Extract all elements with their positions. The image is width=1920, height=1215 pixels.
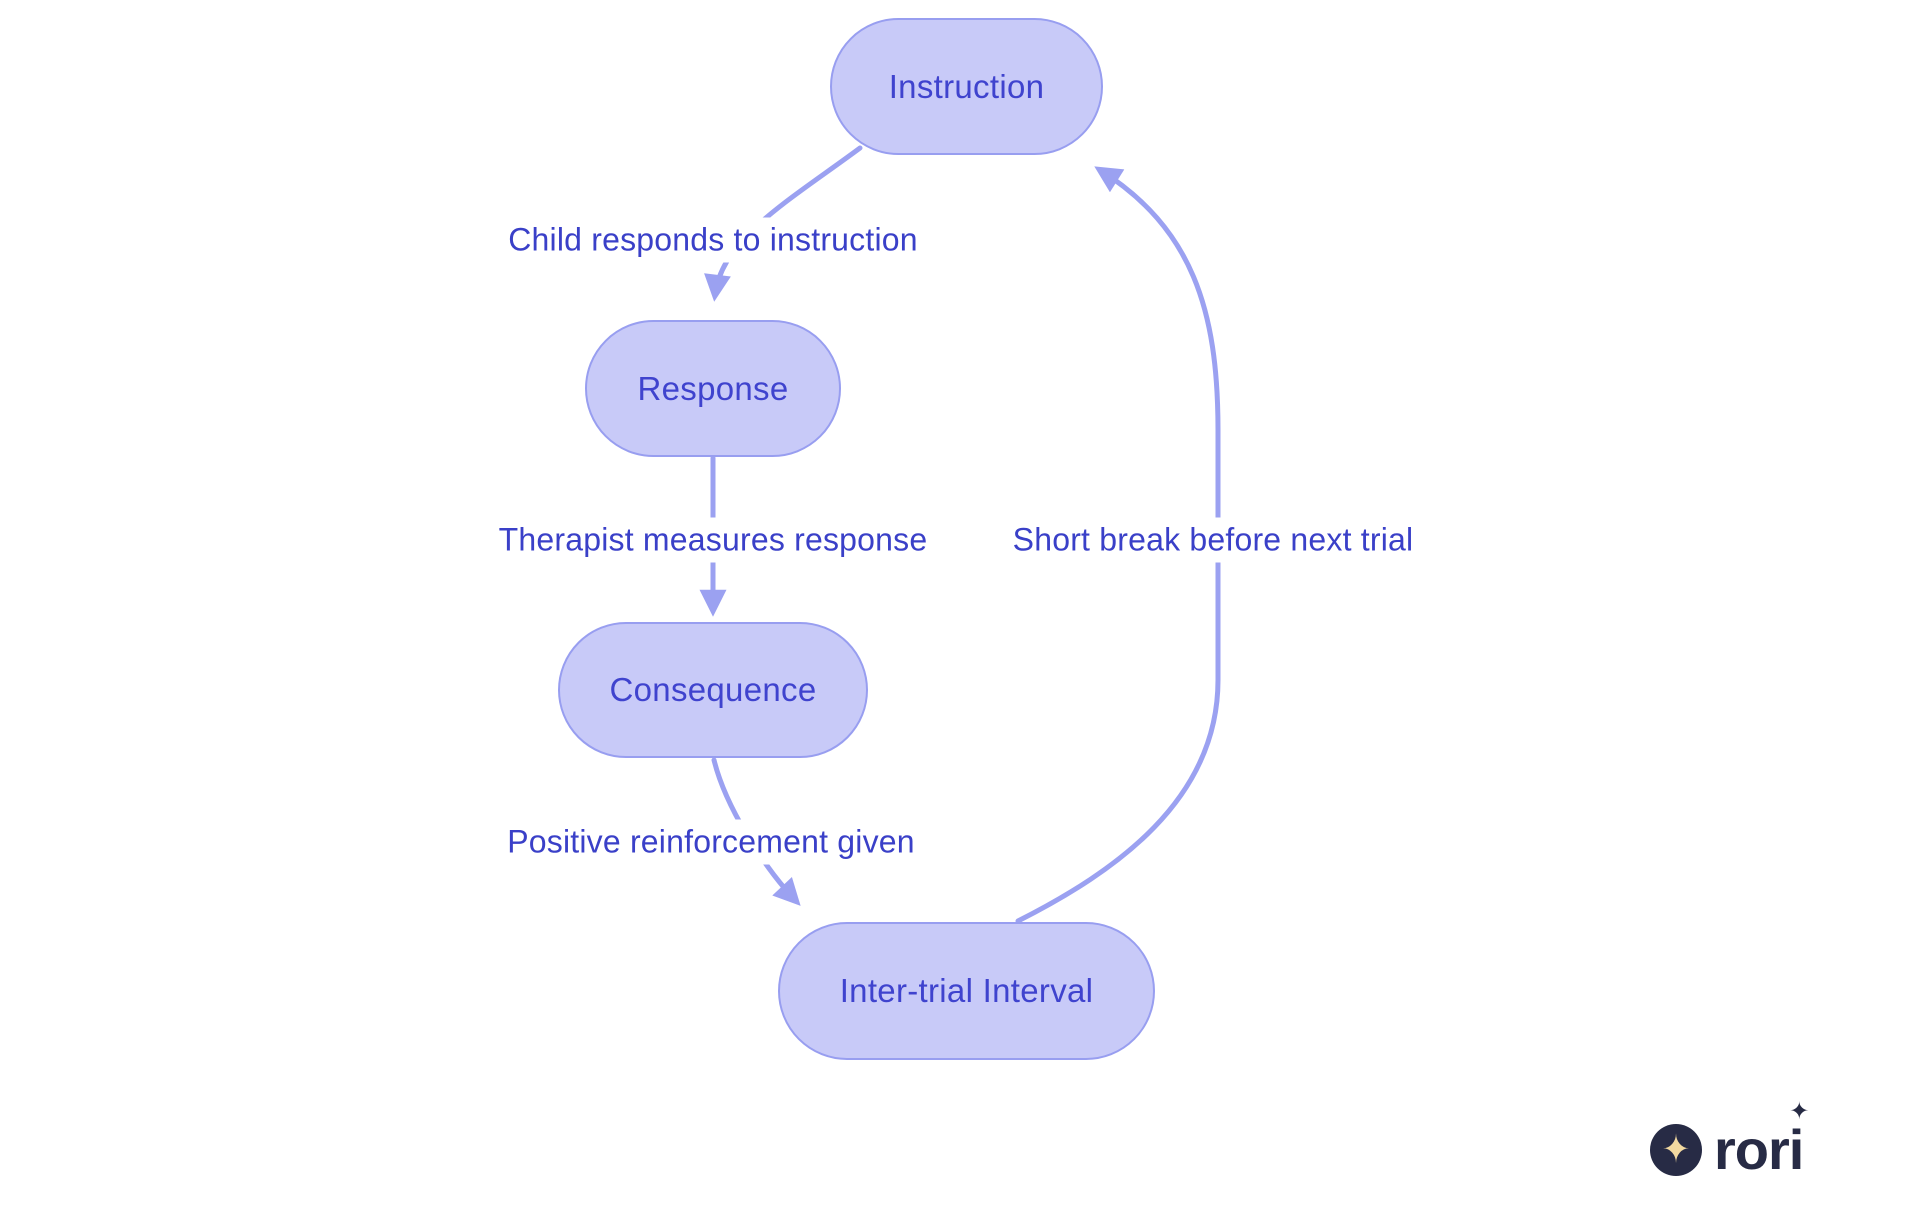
node-intertrial-interval-label: Inter-trial Interval <box>839 972 1094 1009</box>
node-intertrial-interval: Inter-trial Interval <box>778 922 1155 1060</box>
rori-brand-text: rori <box>1714 1118 1804 1181</box>
sparkle-icon-small: ✦ <box>1789 1098 1810 1125</box>
rori-logo: ✦ rori ✦ <box>1650 1100 1809 1178</box>
node-consequence-label: Consequence <box>609 671 817 708</box>
node-instruction-label: Instruction <box>888 67 1045 105</box>
node-response-label: Response <box>637 369 789 407</box>
edge-label-child-responds: Child responds to instruction <box>498 217 928 263</box>
sparkle-icon: ✦ <box>1661 1128 1691 1172</box>
edge-label-positive-reinforcement: Positive reinforcement given <box>497 819 925 865</box>
node-response: Response <box>585 320 841 457</box>
rori-logo-circle: ✦ <box>1650 1124 1702 1176</box>
node-instruction: Instruction <box>830 18 1103 155</box>
node-consequence: Consequence <box>558 622 868 758</box>
edge-label-short-break: Short break before next trial <box>1002 517 1424 563</box>
edge-label-therapist-measures: Therapist measures response <box>488 517 938 563</box>
arrow-intertrial-to-instruction <box>1015 166 1221 924</box>
rori-wordmark: rori ✦ <box>1714 1100 1809 1178</box>
